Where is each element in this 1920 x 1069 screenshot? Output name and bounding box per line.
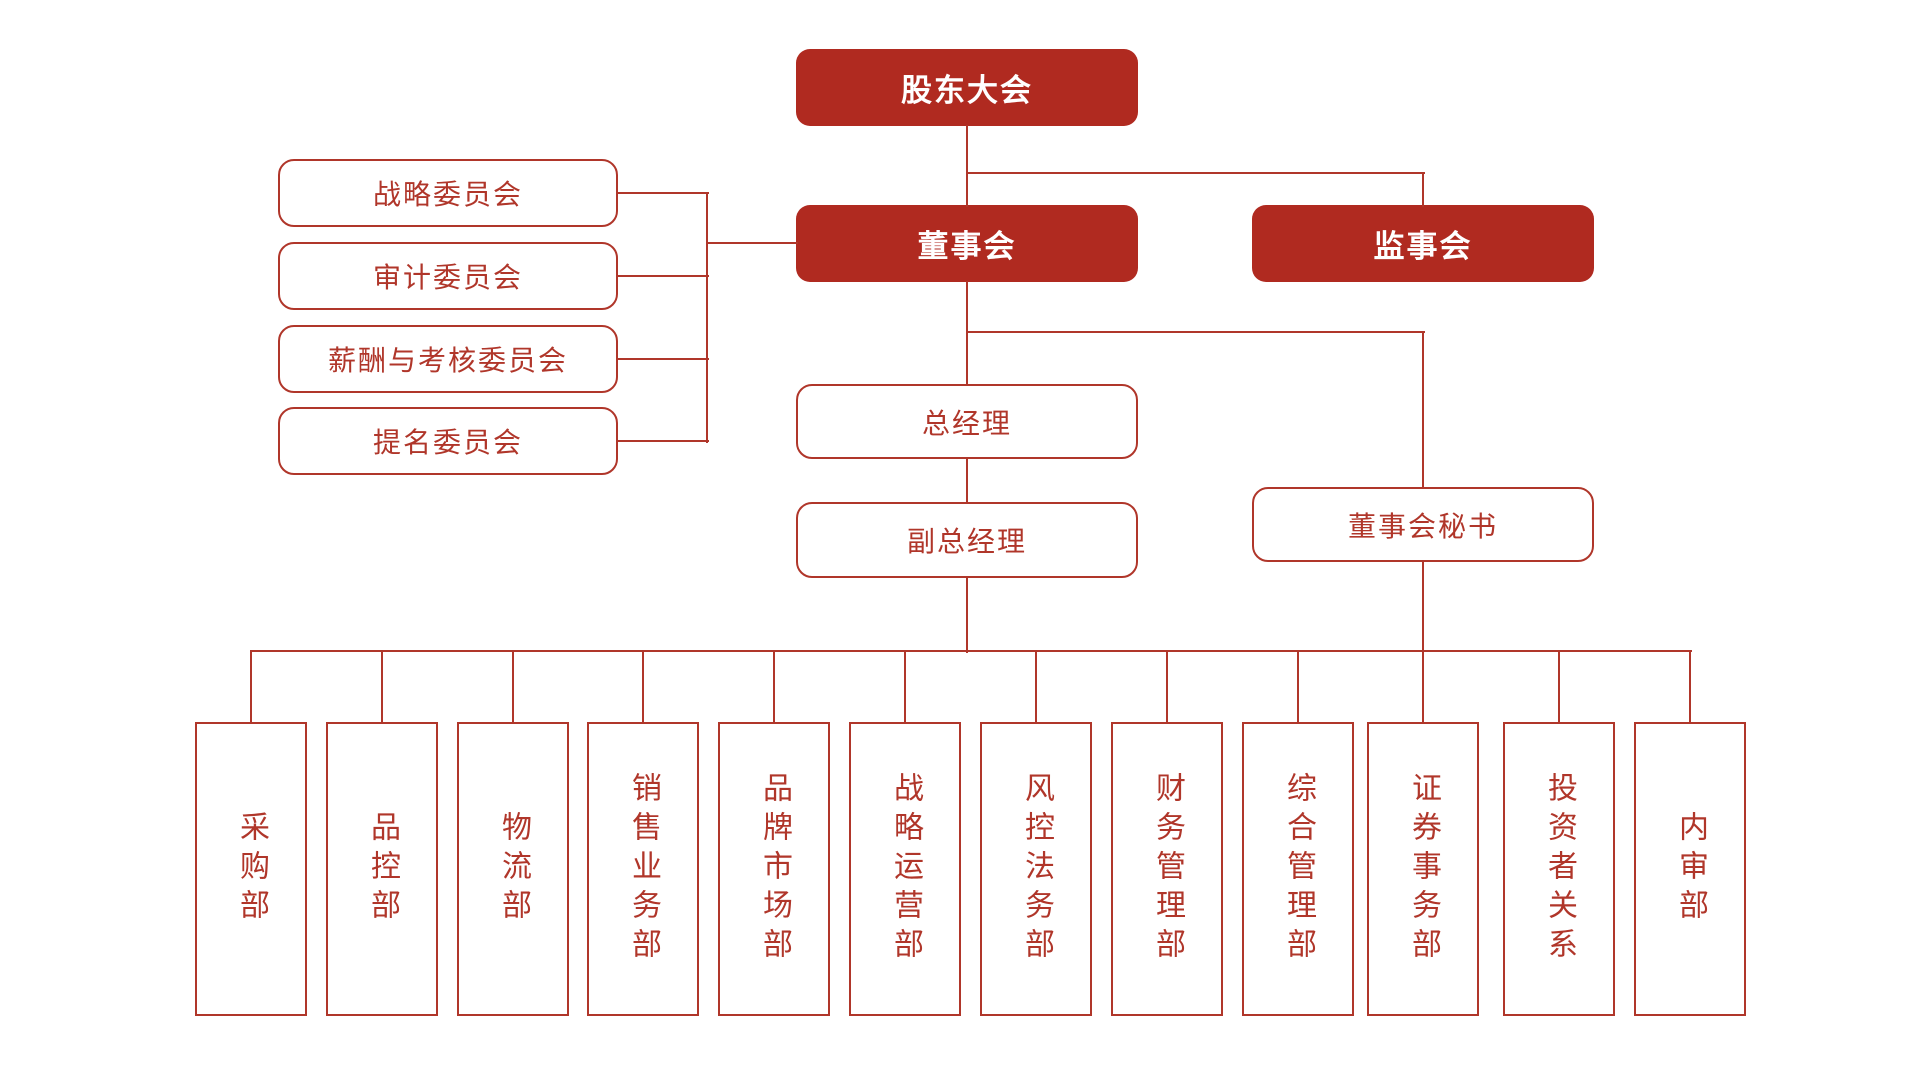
connector-line: [772, 649, 776, 724]
connector-line: [616, 191, 709, 195]
connector-line: [965, 457, 969, 504]
connector-line: [1421, 560, 1425, 653]
connector-line: [616, 439, 709, 443]
node-department-risk-legal: 风控法务部: [980, 722, 1092, 1016]
connector-line: [616, 357, 709, 361]
node-department-investor-relations: 投资者关系: [1503, 722, 1615, 1016]
node-department-general-admin: 综合管理部: [1242, 722, 1354, 1016]
connector-line: [616, 274, 709, 278]
node-committee-nomination: 提名委员会: [278, 407, 618, 475]
connector-line: [705, 191, 709, 443]
node-committee-audit: 审计委员会: [278, 242, 618, 310]
node-board-secretary: 董事会秘书: [1252, 487, 1594, 562]
connector-line: [705, 241, 798, 245]
node-department-brand-marketing: 品牌市场部: [718, 722, 830, 1016]
connector-line: [965, 330, 1425, 334]
node-committee-strategy: 战略委员会: [278, 159, 618, 227]
connector-line: [965, 171, 1425, 175]
node-department-strategy-operations: 战略运营部: [849, 722, 961, 1016]
connector-line: [1557, 649, 1561, 724]
connector-line: [1296, 649, 1300, 724]
node-department-quality-control: 品控部: [326, 722, 438, 1016]
node-supervisory-board: 监事会: [1252, 205, 1594, 282]
node-department-sales: 销售业务部: [587, 722, 699, 1016]
connector-line: [380, 649, 384, 724]
connector-line: [1421, 649, 1425, 724]
connector-line: [511, 649, 515, 724]
connector-line: [249, 649, 253, 724]
node-general-manager: 总经理: [796, 384, 1138, 459]
node-department-logistics: 物流部: [457, 722, 569, 1016]
connector-line: [249, 649, 1692, 653]
node-department-internal-audit: 内审部: [1634, 722, 1746, 1016]
connector-line: [1034, 649, 1038, 724]
connector-line: [1421, 171, 1425, 207]
connector-line: [1688, 649, 1692, 724]
node-committee-compensation-assessment: 薪酬与考核委员会: [278, 325, 618, 393]
node-shareholders-meeting: 股东大会: [796, 49, 1138, 126]
connector-line: [1421, 330, 1425, 489]
node-department-securities-affairs: 证券事务部: [1367, 722, 1479, 1016]
connector-line: [903, 649, 907, 724]
node-department-finance: 财务管理部: [1111, 722, 1223, 1016]
connector-line: [1165, 649, 1169, 724]
connector-line: [641, 649, 645, 724]
node-board-of-directors: 董事会: [796, 205, 1138, 282]
connector-line: [965, 576, 969, 653]
node-deputy-general-manager: 副总经理: [796, 502, 1138, 578]
connector-line: [965, 124, 969, 207]
node-department-procurement: 采购部: [195, 722, 307, 1016]
